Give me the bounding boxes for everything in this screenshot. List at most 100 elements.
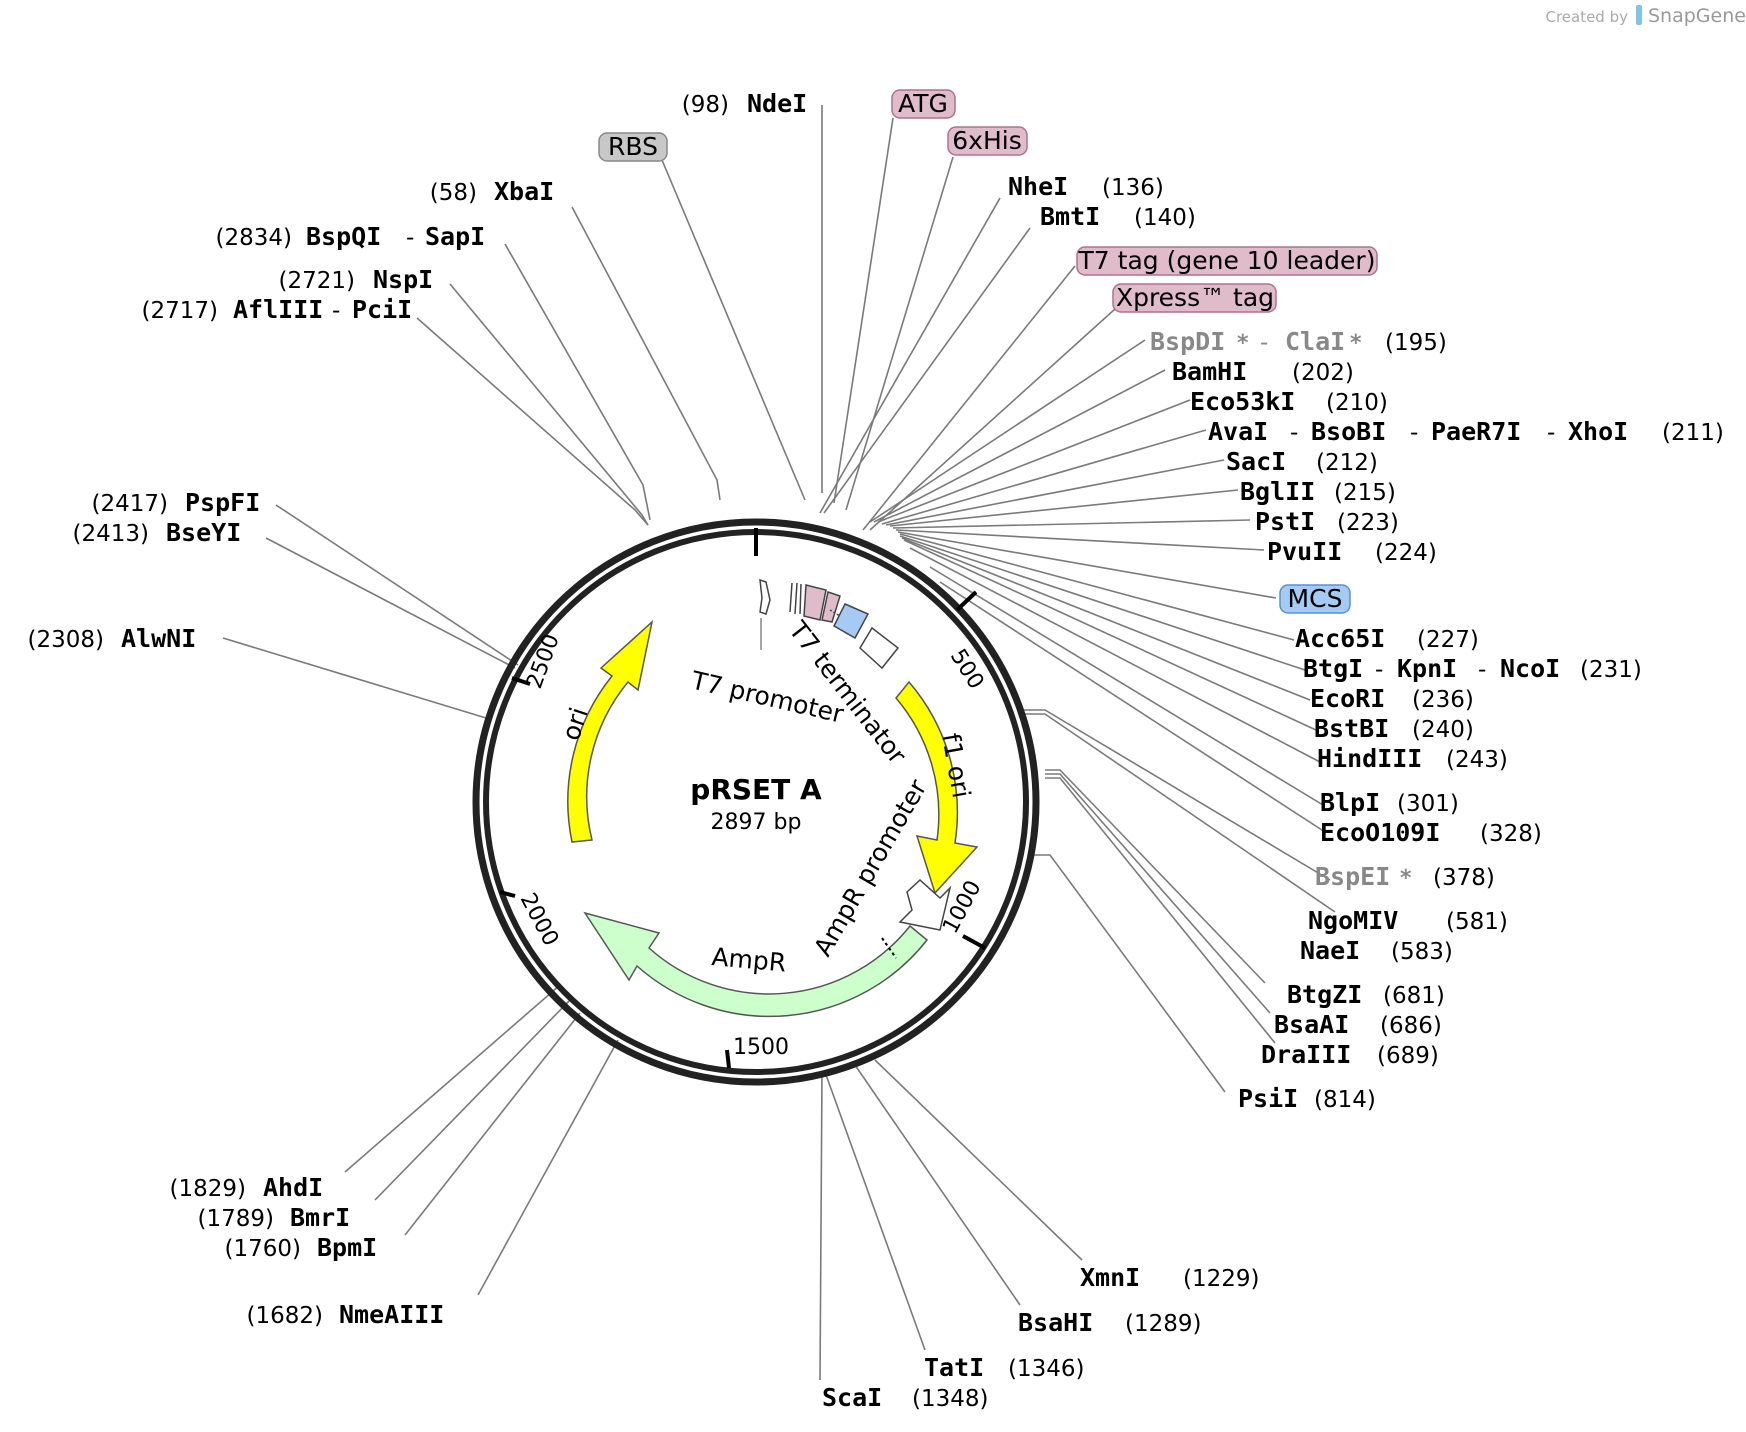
plasmid-name: pRSET A	[690, 773, 822, 806]
ecoo109i-name: EcoO109I	[1320, 818, 1440, 847]
ndei-pos: (98)	[682, 92, 729, 118]
bamhi-pos: (202)	[1292, 360, 1354, 386]
xbai-name: XbaI	[494, 177, 554, 206]
ncoi-name: NcoI	[1500, 654, 1560, 683]
mcs-feature	[833, 603, 870, 640]
site-naei: NaeI (583)	[1300, 936, 1453, 965]
site-acc65i: Acc65I (227)	[1295, 624, 1479, 653]
snapgene-logo-icon	[1636, 5, 1642, 25]
clai-star: *	[1350, 331, 1362, 356]
pvuii-name: PvuII	[1267, 537, 1342, 566]
watermark-prefix: Created by	[1545, 8, 1628, 26]
btgi-sep1: -	[1375, 657, 1383, 683]
site-nspi: (2721) NspI	[279, 265, 434, 294]
btgi-sep2: -	[1478, 657, 1486, 683]
hindiii-pos: (243)	[1446, 747, 1508, 773]
backbone-outer	[472, 518, 1040, 1086]
site-alwni: (2308) AlwNI	[28, 624, 197, 653]
bmri-name: BmrI	[290, 1203, 350, 1232]
site-saci: SacI (212)	[1226, 447, 1378, 476]
xpress-tag-feature	[821, 591, 841, 623]
bpmi-name: BpmI	[317, 1233, 377, 1262]
avai-pos: (211)	[1662, 420, 1724, 446]
ecoo109i-pos: (328)	[1480, 821, 1542, 847]
ampr-promoter-boundary	[881, 937, 897, 959]
bmti-pos: (140)	[1134, 205, 1196, 231]
bstbi-pos: (240)	[1412, 717, 1474, 743]
nhei-pos: (136)	[1102, 175, 1164, 201]
avai-sep1: -	[1290, 420, 1298, 446]
bmri-pos: (1789)	[198, 1206, 274, 1232]
watermark-brand: SnapGene	[1648, 5, 1746, 27]
xmni-pos: (1229)	[1183, 1266, 1259, 1292]
bspei-star: *	[1400, 866, 1412, 891]
afliii-name: AflIII	[233, 295, 323, 324]
pspfi-name: PspFI	[185, 488, 260, 517]
bglii-name: BglII	[1240, 477, 1315, 506]
bamhi-name: BamHI	[1172, 357, 1247, 386]
site-bseyi: (2413) BseYI	[73, 518, 242, 547]
clai-name: ClaI	[1285, 327, 1345, 356]
bglii-pos: (215)	[1334, 480, 1396, 506]
bsahi-pos: (1289)	[1125, 1311, 1201, 1337]
site-eco53ki: Eco53kI (210)	[1190, 387, 1388, 416]
avai-name: AvaI	[1208, 417, 1268, 446]
mcs-box-label: MCS	[1288, 584, 1343, 613]
site-btgzi: BtgZI (681)	[1287, 980, 1445, 1009]
btgzi-name: BtgZI	[1287, 980, 1362, 1009]
pcii-name: PciI	[352, 295, 412, 324]
bpmi-pos: (1760)	[225, 1236, 301, 1262]
t7-tag-box-label: T7 tag (gene 10 leader)	[1078, 246, 1376, 275]
eco53ki-pos: (210)	[1326, 390, 1388, 416]
psii-name: PsiI	[1238, 1084, 1298, 1113]
site-scai: ScaI (1348)	[822, 1383, 988, 1412]
site-bspdi: BspDI * - ClaI * (195)	[1150, 327, 1447, 356]
pvuii-pos: (224)	[1375, 540, 1437, 566]
ahdi-pos: (1829)	[170, 1176, 246, 1202]
paer7i-name: PaeR7I	[1431, 417, 1521, 446]
ori-feature	[567, 619, 654, 843]
bseyi-name: BseYI	[166, 518, 241, 547]
eco53ki-name: Eco53kI	[1190, 387, 1295, 416]
tati-pos: (1346)	[1008, 1356, 1084, 1382]
site-avai: AvaI - BsoBI - PaeR7I - XhoI (211)	[1208, 417, 1724, 446]
site-ecori: EcoRI (236)	[1310, 684, 1474, 713]
nmeaiii-name: NmeAIII	[339, 1300, 444, 1329]
bseyi-pos: (2413)	[73, 521, 149, 547]
ruler-label-1500: 1500	[733, 1035, 789, 1060]
site-nmeaiii: (1682) NmeAIII	[247, 1300, 445, 1329]
bsobi-name: BsoBI	[1311, 417, 1386, 446]
kpni-name: KpnI	[1397, 654, 1457, 683]
hindiii-name: HindIII	[1317, 744, 1422, 773]
bspei-name: BspEI	[1315, 862, 1390, 891]
ndei-name: NdeI	[747, 89, 807, 118]
naei-pos: (583)	[1391, 939, 1453, 965]
saci-pos: (212)	[1316, 450, 1378, 476]
naei-name: NaeI	[1300, 936, 1360, 965]
t7-tag-feature	[803, 584, 827, 621]
xpress-box	[1112, 283, 1277, 313]
btgi-name: BtgI	[1303, 654, 1363, 683]
site-bmri: (1789) BmrI	[198, 1203, 351, 1232]
site-xbai: (58) XbaI	[430, 177, 554, 206]
tag-cluster	[789, 582, 841, 623]
ruler-ticks	[499, 528, 986, 1069]
ahdi-name: AhdI	[263, 1173, 323, 1202]
t7-tag-box	[1076, 246, 1378, 276]
plasmid-length: 2897 bp	[711, 810, 802, 835]
rbs-box-label: RBS	[608, 132, 658, 161]
ngomiv-pos: (581)	[1446, 909, 1508, 935]
t7-terminator-feature	[859, 626, 900, 670]
blpi-name: BlpI	[1320, 788, 1380, 817]
site-psti: PstI (223)	[1255, 507, 1399, 536]
tati-name: TatI	[924, 1353, 984, 1382]
bspqi-sep: -	[406, 225, 414, 251]
alwni-pos: (2308)	[28, 627, 104, 653]
bspqi-pos: (2834)	[216, 225, 292, 251]
avai-sep2: -	[1410, 420, 1418, 446]
psii-pos: (814)	[1314, 1087, 1376, 1113]
afliii-sep: -	[332, 298, 340, 324]
bsaai-pos: (686)	[1380, 1013, 1442, 1039]
avai-sep3: -	[1547, 420, 1555, 446]
bmti-name: BmtI	[1040, 202, 1100, 231]
